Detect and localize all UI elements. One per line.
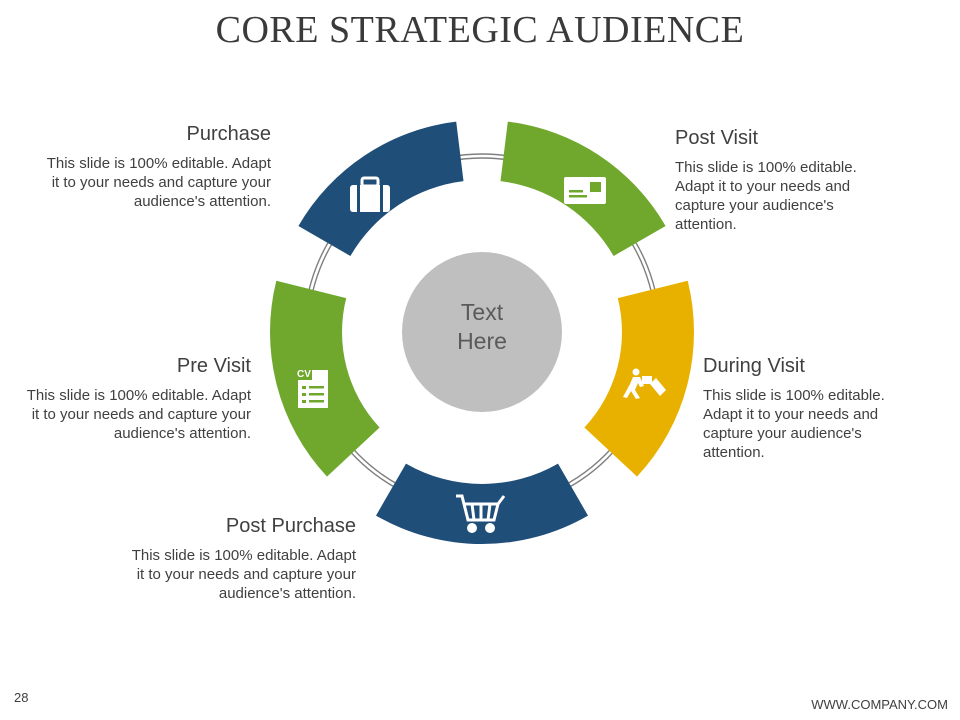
stage-heading-purchase: Purchase: [186, 123, 272, 145]
shopping-cart-icon: [456, 494, 506, 533]
stage-heading-during-visit: During Visit: [703, 355, 805, 377]
stage-description-post-purchase: This slide is 100% editable. Adapt it to…: [131, 547, 356, 602]
footer-url: WWW.COMPANY.COM: [811, 697, 948, 712]
delivery-icon: [623, 368, 666, 399]
briefcase-icon: [350, 176, 390, 212]
stage-heading-pre-visit: Pre Visit: [176, 355, 251, 377]
stage-description-during-visit: This slide is 100% editable. Adapt it to…: [703, 387, 885, 461]
stage-heading-post-visit: Post Visit: [675, 127, 758, 149]
slide-title: CORE STRATEGIC AUDIENCE: [215, 9, 745, 51]
stage-block-purchase: Purchase This slide is 100% editable. Ad…: [41, 123, 271, 211]
stage-description-post-visit: This slide is 100% editable. Adapt it to…: [675, 159, 857, 233]
svg-text:CV: CV: [297, 369, 311, 380]
stage-block-pre-visit: Pre Visit This slide is 100% editable. A…: [21, 355, 251, 443]
center-text-line-2: Here: [457, 328, 507, 354]
center-text-line-1: Text: [460, 299, 504, 325]
stage-description-purchase: This slide is 100% editable. Adapt it to…: [46, 155, 271, 210]
stage-heading-post-purchase: Post Purchase: [225, 515, 356, 537]
page-number: 28: [14, 690, 29, 705]
stage-block-during-visit: During Visit This slide is 100% editable…: [703, 355, 908, 462]
center-circle: [402, 252, 562, 412]
stage-block-post-visit: Post Visit This slide is 100% editable. …: [675, 127, 880, 234]
postcard-icon: [564, 177, 606, 204]
center-placeholder-text: Text Here: [402, 298, 562, 356]
cv-document-icon: CV: [296, 368, 328, 408]
stage-description-pre-visit: This slide is 100% editable. Adapt it to…: [26, 387, 251, 442]
stage-block-post-purchase: Post Purchase This slide is 100% editabl…: [126, 515, 356, 603]
